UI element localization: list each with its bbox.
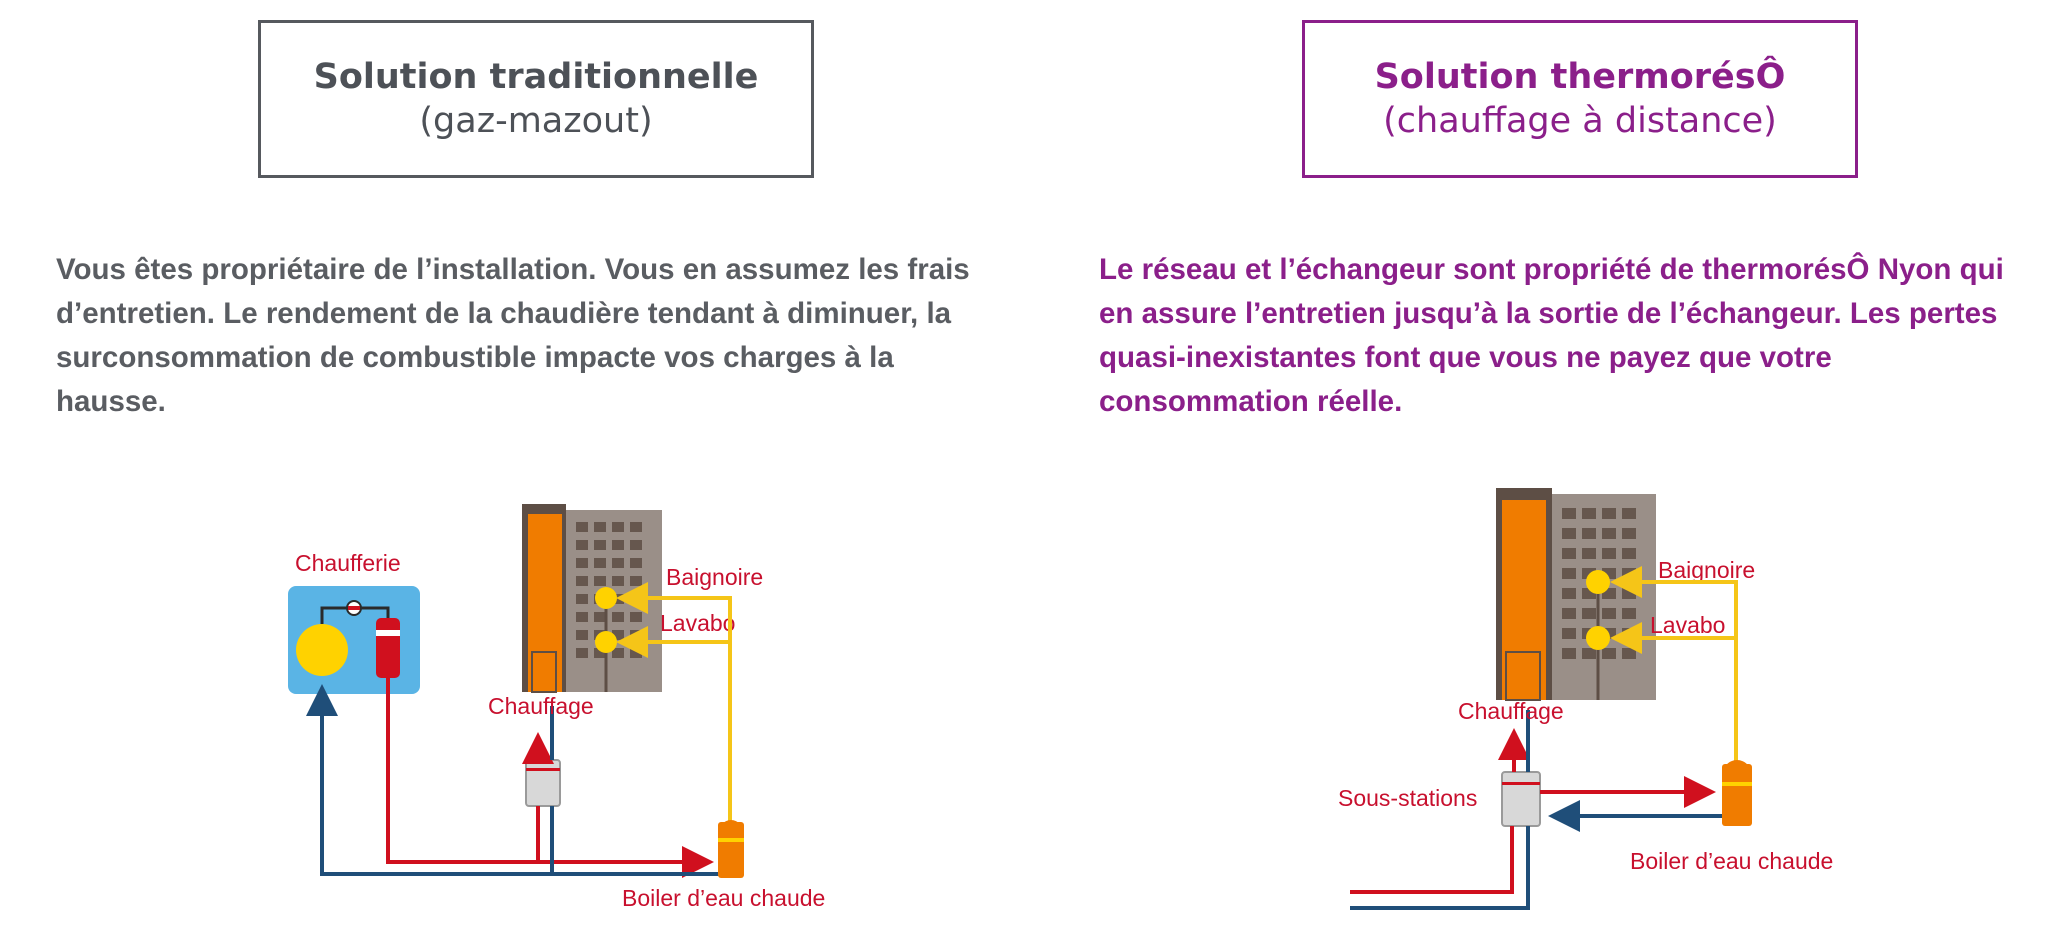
chaufferie-label: Chaufferie bbox=[295, 550, 401, 576]
hot-water-pipes bbox=[1610, 566, 1738, 764]
baignoire-label: Baignoire bbox=[666, 564, 763, 590]
traditional-solution-title-box: Solution traditionnelle (gaz-mazout) bbox=[258, 20, 814, 178]
district-network-pipes bbox=[1350, 826, 1530, 910]
sub-station-icon bbox=[1498, 710, 1541, 827]
traditional-solution-subtitle: (gaz-mazout) bbox=[419, 101, 653, 141]
thermoreso-solution-subtitle: (chauffage à distance) bbox=[1383, 101, 1777, 141]
lavabo-label: Lavabo bbox=[1650, 612, 1725, 638]
hot-water-boiler-icon bbox=[1722, 760, 1752, 826]
chauffage-label: Chauffage bbox=[1458, 698, 1564, 724]
building-icon bbox=[1496, 488, 1656, 701]
sous-stations-label: Sous-stations bbox=[1338, 785, 1477, 811]
thermoreso-solution-description: Le réseau et l’échangeur sont propriété … bbox=[1099, 253, 2004, 418]
traditional-solution-description: Vous êtes propriétaire de l’installation… bbox=[56, 253, 970, 418]
hot-water-boiler-icon bbox=[718, 820, 744, 878]
district-heating-diagram: Baignoire Lavabo Chauffage Sous-stations… bbox=[1338, 488, 1833, 910]
traditional-solution-title: Solution traditionnelle bbox=[313, 57, 759, 97]
boiler-supply-pipes bbox=[1540, 776, 1724, 832]
heating-unit-icon bbox=[522, 706, 561, 807]
boiler-label: Boiler d’eau chaude bbox=[622, 885, 825, 911]
lavabo-label: Lavabo bbox=[660, 610, 735, 636]
thermoreso-solution-title: Solution thermorésÔ bbox=[1374, 57, 1786, 97]
main-pipes bbox=[306, 678, 730, 878]
thermoreso-solution-title-box: Solution thermorésÔ (chauffage à distanc… bbox=[1302, 20, 1858, 178]
boiler-label: Boiler d’eau chaude bbox=[1630, 848, 1833, 874]
traditional-heating-diagram: Chaufferie Baignoire Lavabo Chauf bbox=[288, 504, 825, 911]
hot-water-pipes bbox=[616, 582, 732, 822]
chaufferie-boiler-room bbox=[288, 586, 420, 694]
chauffage-label: Chauffage bbox=[488, 693, 594, 719]
baignoire-label: Baignoire bbox=[1658, 557, 1755, 583]
